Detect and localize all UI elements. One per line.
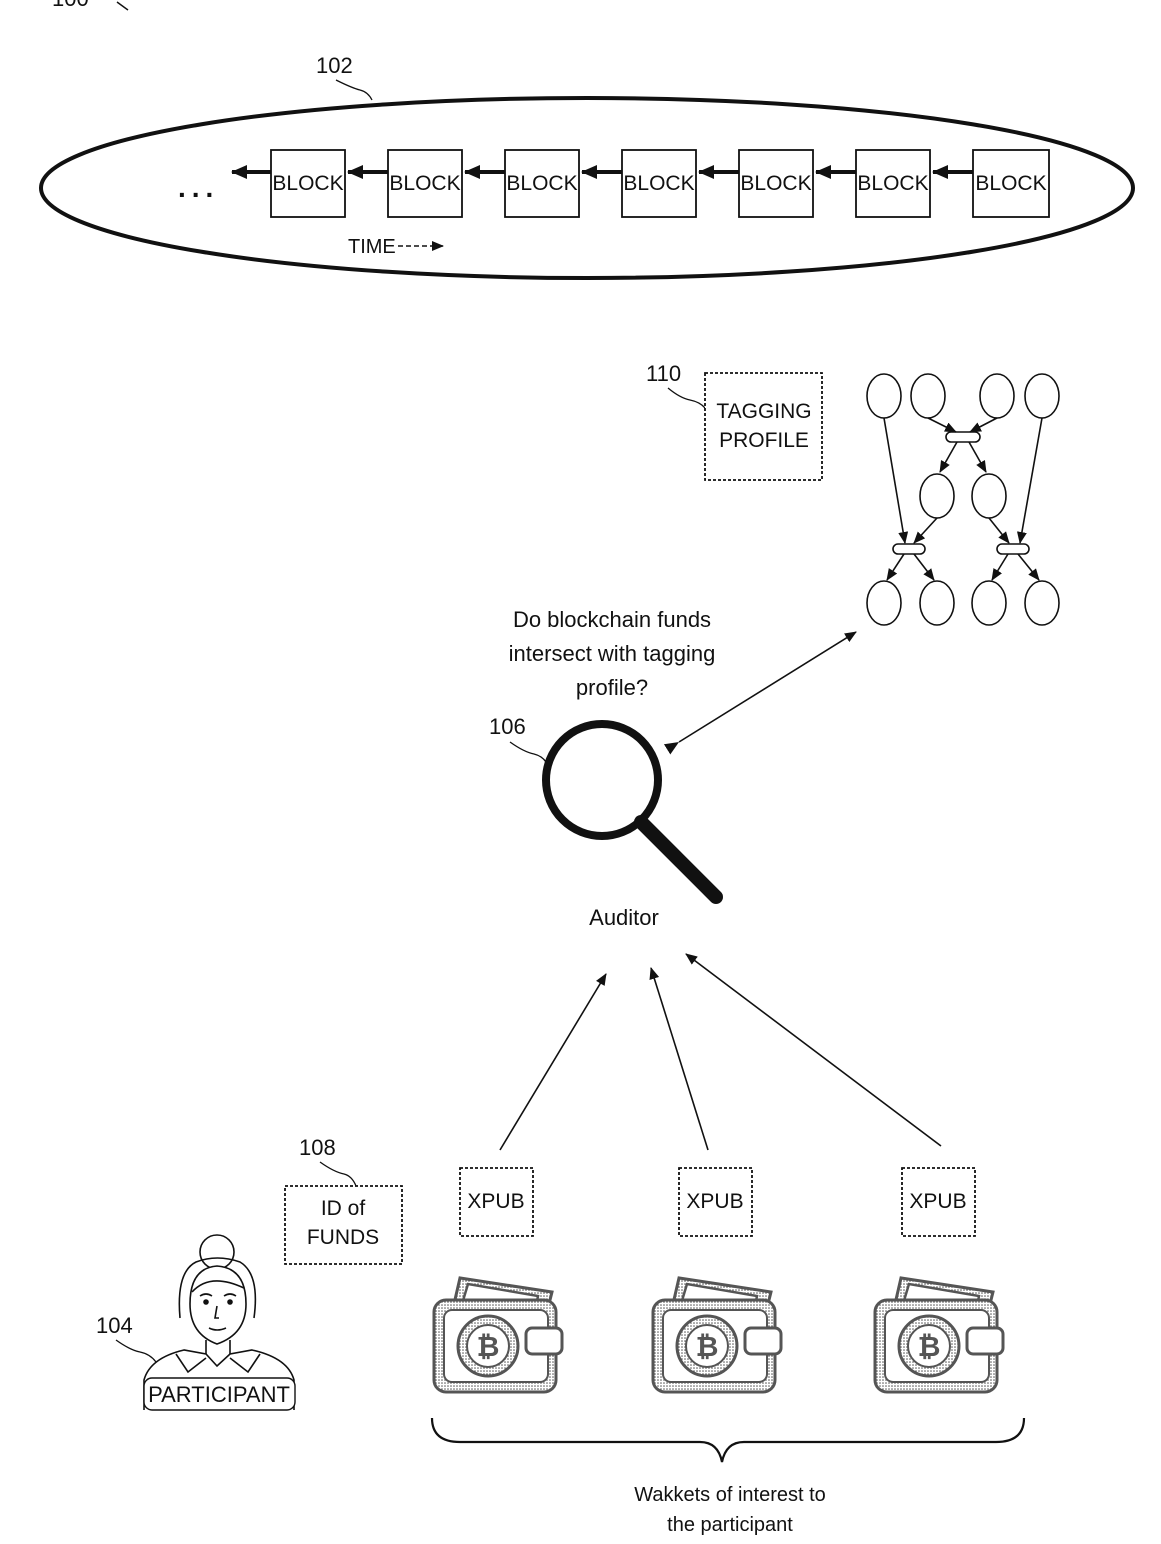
graph-tx [997, 544, 1029, 554]
id-of-funds-line1: ID of [321, 1197, 366, 1220]
question-line3: profile? [576, 675, 648, 700]
block-label: BLOCK [272, 172, 343, 195]
block-label: BLOCK [857, 172, 928, 195]
participant-ref: 104 [96, 1313, 133, 1338]
magnifier-icon [546, 724, 716, 897]
id-of-funds-ref-leader [320, 1162, 356, 1186]
chain-ellipsis: ... [178, 172, 219, 203]
block-3: BLOCK [505, 150, 579, 217]
xpub-arrow-1 [500, 974, 606, 1150]
question-line2: intersect with tagging [509, 641, 716, 666]
block-label: BLOCK [623, 172, 694, 195]
svg-text:₿: ₿ [477, 1330, 500, 1363]
blockchain-ref-leader [336, 80, 372, 100]
graph-node [1025, 374, 1059, 418]
svg-text:₿: ₿ [918, 1330, 941, 1363]
block-chain: BLOCK BLOCK BLOCK BLOCK BLOCK BLOCK BLOC… [232, 150, 1049, 217]
bitcoin-wallet-icon: ₿ [434, 1278, 562, 1392]
graph-tx [893, 544, 925, 554]
wallets-brace [432, 1418, 1024, 1462]
tagging-profile-line2: PROFILE [719, 429, 809, 452]
bitcoin-wallet-icon: ₿ [875, 1278, 1003, 1392]
auditor-ref: 106 [489, 714, 526, 739]
xpub-arrow-2 [651, 968, 708, 1150]
block-7: BLOCK [973, 150, 1049, 217]
xpub-label: XPUB [909, 1190, 966, 1213]
figure-ref: 100 [52, 0, 89, 11]
xpub-arrow-3 [686, 954, 941, 1146]
time-label: TIME [348, 236, 396, 258]
wallets-caption-line2: the participant [667, 1514, 793, 1536]
block-4: BLOCK [622, 150, 696, 217]
graph-node [1025, 581, 1059, 625]
graph-node [867, 374, 901, 418]
graph-node [920, 474, 954, 518]
graph-node [867, 581, 901, 625]
wallets-caption-line1: Wakkets of interest to [634, 1484, 826, 1506]
tagging-profile-ref-leader [668, 388, 705, 408]
graph-node [980, 374, 1014, 418]
id-of-funds-line2: FUNDS [307, 1226, 379, 1249]
block-2: BLOCK [388, 150, 462, 217]
xpub-box-3: XPUB [902, 1168, 975, 1236]
block-label: BLOCK [506, 172, 577, 195]
xpub-label: XPUB [467, 1190, 524, 1213]
graph-node [911, 374, 945, 418]
figure-ref-leader [117, 2, 128, 10]
tagging-profile-line1: TAGGING [716, 400, 811, 423]
bitcoin-wallet-icon: ₿ [653, 1278, 781, 1392]
block-1: BLOCK [271, 150, 345, 217]
question-line1: Do blockchain funds [513, 607, 711, 632]
xpub-box-1: XPUB [460, 1168, 533, 1236]
svg-text:₿: ₿ [696, 1330, 719, 1363]
graph-tx [946, 432, 980, 442]
transaction-graph [867, 374, 1059, 625]
graph-node [920, 581, 954, 625]
participant-label: PARTICIPANT [148, 1382, 290, 1407]
xpub-box-2: XPUB [679, 1168, 752, 1236]
auditor-label: Auditor [589, 905, 659, 930]
xpub-label: XPUB [686, 1190, 743, 1213]
block-6: BLOCK [856, 150, 930, 217]
block-5: BLOCK [739, 150, 813, 217]
auditor-ref-leader [510, 742, 546, 762]
participant-ref-leader [116, 1340, 156, 1362]
graph-node [972, 581, 1006, 625]
tagging-profile-box [705, 373, 822, 480]
graph-node [972, 474, 1006, 518]
block-label: BLOCK [740, 172, 811, 195]
id-of-funds-ref: 108 [299, 1135, 336, 1160]
tagging-profile-ref: 110 [646, 361, 681, 386]
blockchain-ref: 102 [316, 53, 353, 78]
block-label: BLOCK [975, 172, 1046, 195]
block-label: BLOCK [389, 172, 460, 195]
